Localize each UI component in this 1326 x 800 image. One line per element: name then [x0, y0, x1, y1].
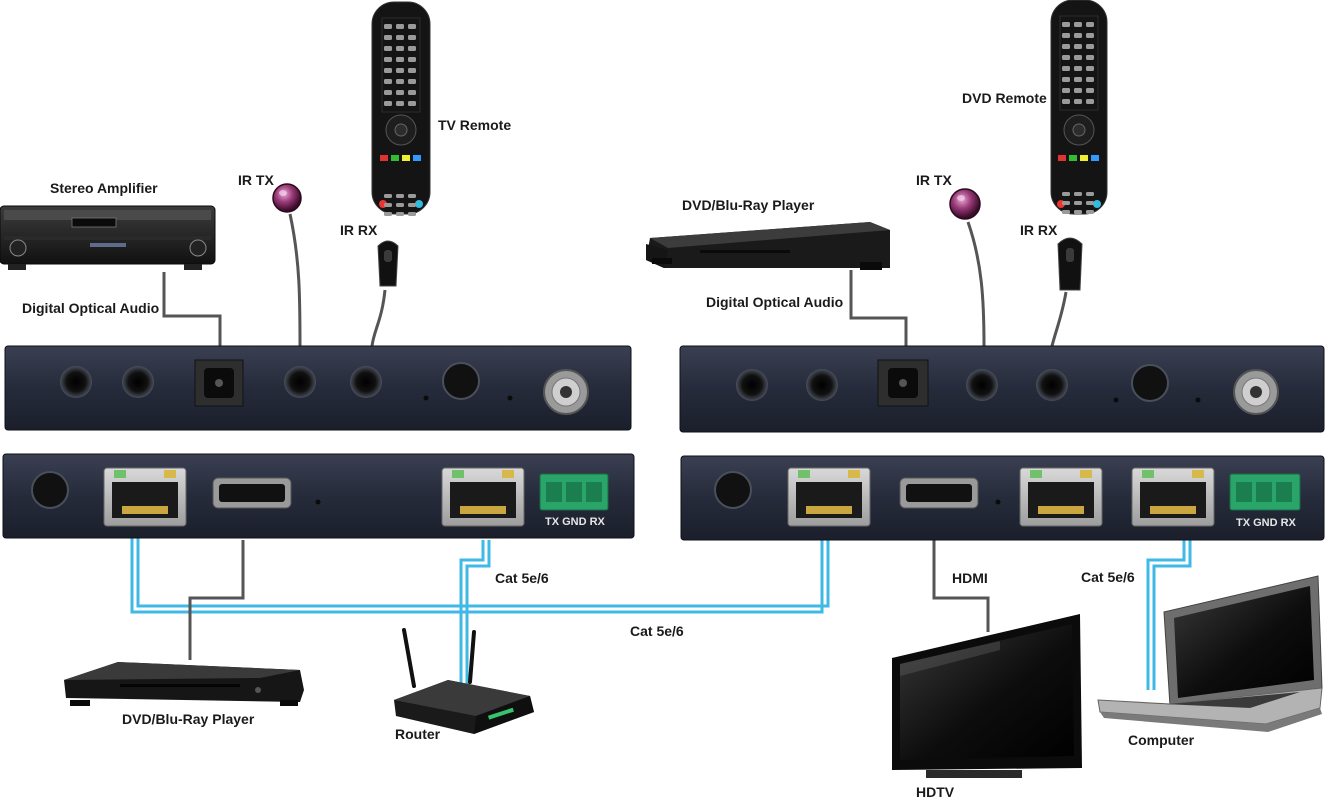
tv-remote-icon	[371, 1, 431, 215]
router-icon	[394, 628, 534, 734]
terminal-label-right: TX GND RX	[1236, 517, 1296, 529]
terminal-label-left: TX GND RX	[545, 516, 605, 528]
label-digital-optical-audio-left: Digital Optical Audio	[22, 300, 160, 316]
label-stereo-amplifier: Stereo Amplifier	[50, 180, 158, 196]
ir-rx-receiver-right-icon	[1057, 237, 1083, 291]
label-ir-tx-left: IR TX	[238, 172, 274, 188]
label-router: Router	[395, 726, 441, 742]
label-dvd-remote: DVD Remote	[962, 90, 1047, 106]
ir-rx-receiver-left-icon	[377, 240, 399, 287]
label-tv-remote: TV Remote	[438, 117, 512, 133]
computer-icon	[1097, 575, 1323, 732]
label-ir-rx-right: IR RX	[1020, 222, 1058, 238]
label-cat-middle: Cat 5e/6	[630, 623, 684, 639]
dvd-remote-buttons	[1062, 22, 1094, 214]
extender-top-panel-right	[679, 345, 1325, 433]
label-ir-rx-left: IR RX	[340, 222, 378, 238]
extender-bottom-panel-left	[2, 453, 635, 539]
hdtv-icon	[892, 614, 1082, 778]
label-ir-tx-right: IR TX	[916, 172, 952, 188]
label-computer: Computer	[1128, 732, 1195, 748]
tv-remote-buttons	[384, 24, 416, 216]
label-dvd-player-right: DVD/Blu-Ray Player	[682, 197, 815, 213]
ir-tx-emitter-right-icon	[949, 188, 981, 220]
stereo-amplifier-icon	[0, 205, 216, 270]
label-hdmi: HDMI	[952, 570, 988, 586]
label-dvd-player-left: DVD/Blu-Ray Player	[122, 711, 255, 727]
cat-cable-lines	[130, 528, 1192, 690]
dvd-player-bottom-icon	[64, 662, 304, 706]
dvd-player-top-icon	[646, 222, 890, 270]
ir-tx-emitter-left-icon	[272, 183, 302, 213]
label-hdtv: HDTV	[916, 784, 955, 800]
grey-wires	[162, 213, 1068, 660]
label-digital-optical-audio-right: Digital Optical Audio	[706, 294, 844, 310]
label-cat-left: Cat 5e/6	[495, 570, 549, 586]
extender-bottom-panel-right	[680, 455, 1325, 541]
extender-top-panel-left	[4, 345, 632, 431]
label-cat-right: Cat 5e/6	[1081, 569, 1135, 585]
dvd-remote-icon	[1050, 0, 1108, 215]
